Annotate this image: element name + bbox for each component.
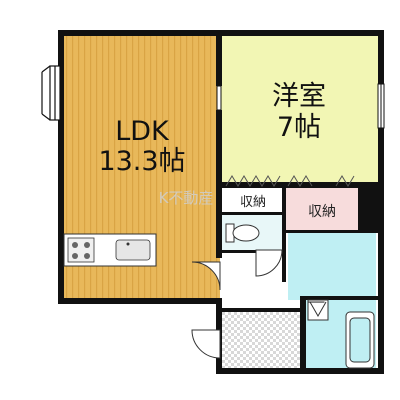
bathtub-icon [345, 311, 375, 369]
left-storage-floor [224, 188, 282, 214]
ldk-bay-window [41, 65, 61, 121]
toilet-icon [225, 223, 260, 243]
washbasin-icon [307, 299, 329, 321]
ldk-size: 13.3帖 [98, 146, 185, 177]
right-storage-label: 収納 [308, 204, 336, 220]
interior-walls [216, 30, 384, 374]
watermark: K不動産 [159, 189, 214, 207]
western-room-window [377, 83, 385, 129]
closet-doors [225, 175, 355, 187]
western-room-size: 7帖 [277, 112, 321, 143]
washroom-floor [288, 232, 376, 300]
stove-icon [67, 237, 95, 263]
door-swings [191, 249, 283, 359]
kitchen-counter [63, 233, 157, 267]
ldk-name: LDK [115, 116, 170, 147]
western-room-name: 洋室 [272, 81, 326, 112]
entrance-tile-floor [222, 312, 300, 372]
sink-icon [115, 239, 151, 261]
ldk-western-opening [216, 85, 222, 111]
western-room-floor [220, 34, 380, 186]
right-storage-floor [286, 188, 360, 230]
left-storage-label: 収納 [240, 195, 266, 210]
